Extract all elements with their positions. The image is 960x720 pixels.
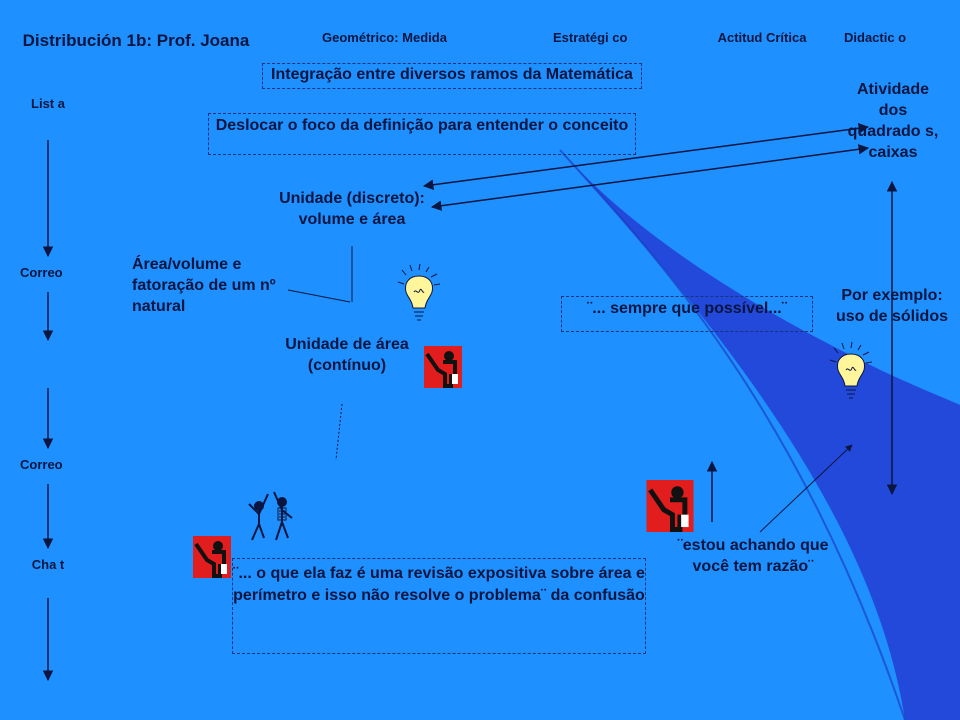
label-estou-achando: ¨estou achando que você tem razão¨ [677,537,829,575]
timeline-correo-2: Correo [20,457,63,472]
label-atividade-quadrados: Atividade dos quadrado s, caixas [847,81,939,161]
background-swoosh [560,150,960,720]
dancers-icon [248,491,293,541]
arrow-atividade-2 [430,144,870,211]
box-sempre-que-possivel: ¨... sempre que possível...¨ [561,296,813,332]
column-didactico: Didactic o [844,30,907,45]
label-por-exemplo-solidos: Por exemplo: uso de sólidos [835,287,948,325]
box-deslocar: Deslocar o foco da definição para entend… [208,113,636,155]
connector-continuo [335,403,343,461]
timeline-chat: Cha t [31,557,65,572]
column-estrategico: Estratégi co [553,30,628,45]
label-unidade-discreto: Unidade (discreto): volume e área [279,190,425,228]
box-revisao: ¨... o que ela faz é uma revisão exposit… [232,558,646,654]
column-geometrico: Geométrico: Medida [322,30,447,45]
lightbulb-icon [397,263,441,321]
teacher-icon [646,480,694,532]
timeline-lista: List a [31,96,65,111]
teacher-icon [193,536,231,578]
timeline-correo-1: Correo [20,265,63,280]
lightbulb-icon [829,341,873,399]
connector-razao-solidos [759,444,853,533]
box-integracao: Integração entre diversos ramos da Matem… [262,63,642,89]
column-actitud: Actitud Crítica [717,30,807,45]
label-area-volume-fatoracao: Área/volume e fatoração de um nº natural [132,256,276,315]
label-unidade-area-continuo: Unidade de área (contínuo) [285,336,409,374]
teacher-icon [424,346,462,388]
connector-fatoracao [287,289,351,303]
page-title: Distribución 1b: Prof. Joana [22,31,250,50]
